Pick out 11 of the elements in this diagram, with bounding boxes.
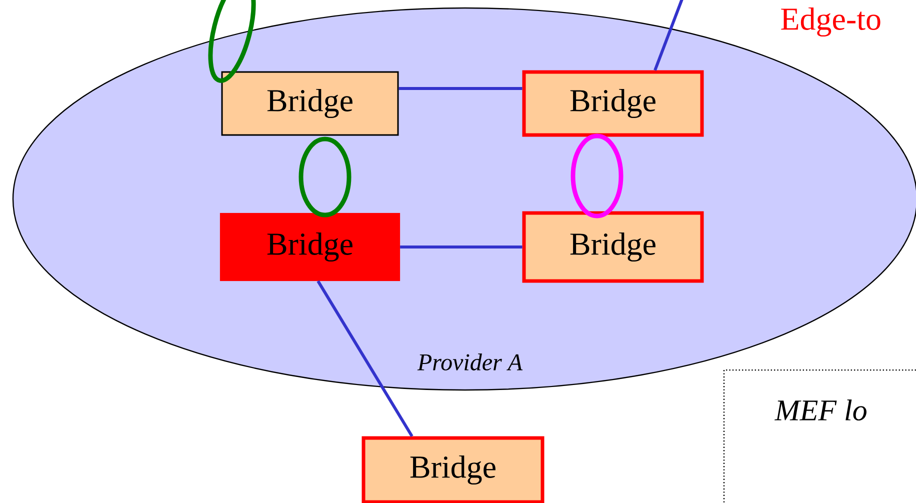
bridge-box: Bridge (522, 70, 704, 137)
link-line (654, 0, 686, 71)
link-line (316, 280, 414, 438)
label: Edge-to (781, 7, 880, 37)
link-line (398, 87, 522, 90)
bridge-box: Bridge (221, 71, 399, 136)
bridge-box: Bridge (522, 211, 704, 283)
bridge-box: Bridge (220, 212, 400, 282)
link-line (400, 246, 522, 248)
bridge-box: Bridge (362, 436, 544, 503)
note-box: MEF lo (723, 369, 916, 503)
